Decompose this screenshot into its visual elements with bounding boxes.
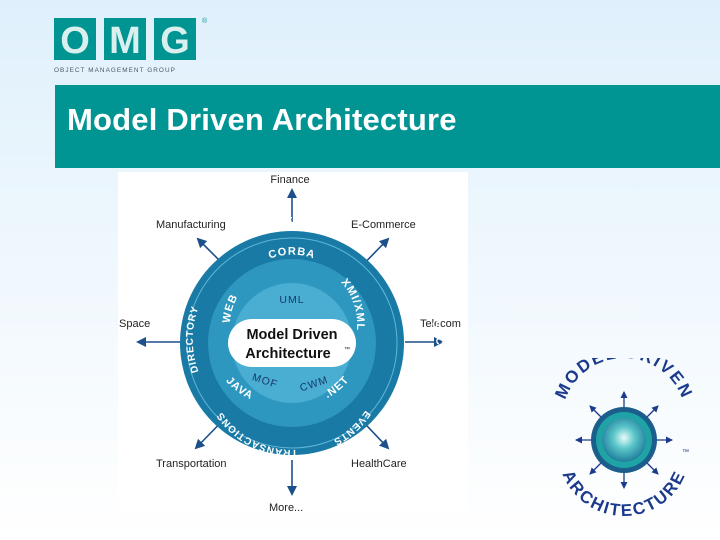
spoke-label-healthcare: HealthCare	[351, 458, 407, 470]
badge-trademark: ™	[682, 449, 689, 456]
core-trademark: ™	[344, 346, 350, 353]
logo-block-m	[104, 18, 146, 60]
core-text-line1: Model Driven	[246, 327, 337, 343]
inner-label-uml: UML	[279, 294, 304, 306]
spoke-label-more: More...	[269, 502, 303, 514]
logo-block-g	[154, 18, 196, 60]
core-text-line2: Architecture	[245, 346, 330, 362]
logo-letter-o: O	[60, 20, 90, 62]
logo-registered-mark: ®	[202, 17, 208, 25]
mda-badge-logo: MODEL DRIVEN ARCHITECTURE ™	[551, 358, 694, 518]
outer-label-security: SECURITY	[429, 319, 446, 384]
badge-core	[602, 418, 646, 462]
middle-label-corba: CORBA	[267, 246, 317, 262]
omg-logo-letters: O M G ®	[54, 17, 208, 62]
spoke-label-finance: Finance	[270, 174, 309, 186]
spoke-label-telecom: Telecom	[420, 318, 461, 330]
outer-label-directory: DIRECTORY	[185, 305, 202, 374]
logo-block-o	[54, 18, 96, 60]
logo-letter-m: M	[109, 20, 141, 62]
logo-letter-g: G	[160, 20, 190, 62]
logo-subtitle: OBJECT MANAGEMENT GROUP	[54, 67, 176, 74]
slide-title: Model Driven Architecture	[67, 102, 457, 137]
omg-logo: O M G ® OBJECT MANAGEMENT GROUP	[54, 17, 208, 74]
spoke-label-manufacturing: Manufacturing	[156, 219, 226, 231]
ring-outer-edge	[186, 237, 398, 449]
mda-diagram: Finance Manufacturing E-Commerce Space T…	[118, 172, 468, 514]
title-banner: Model Driven Architecture	[55, 85, 720, 168]
core-panel	[228, 319, 356, 367]
spoke-label-space: Space	[119, 318, 150, 330]
spoke-label-transportation: Transportation	[156, 458, 227, 470]
spoke-label-e-commerce: E-Commerce	[351, 219, 416, 231]
